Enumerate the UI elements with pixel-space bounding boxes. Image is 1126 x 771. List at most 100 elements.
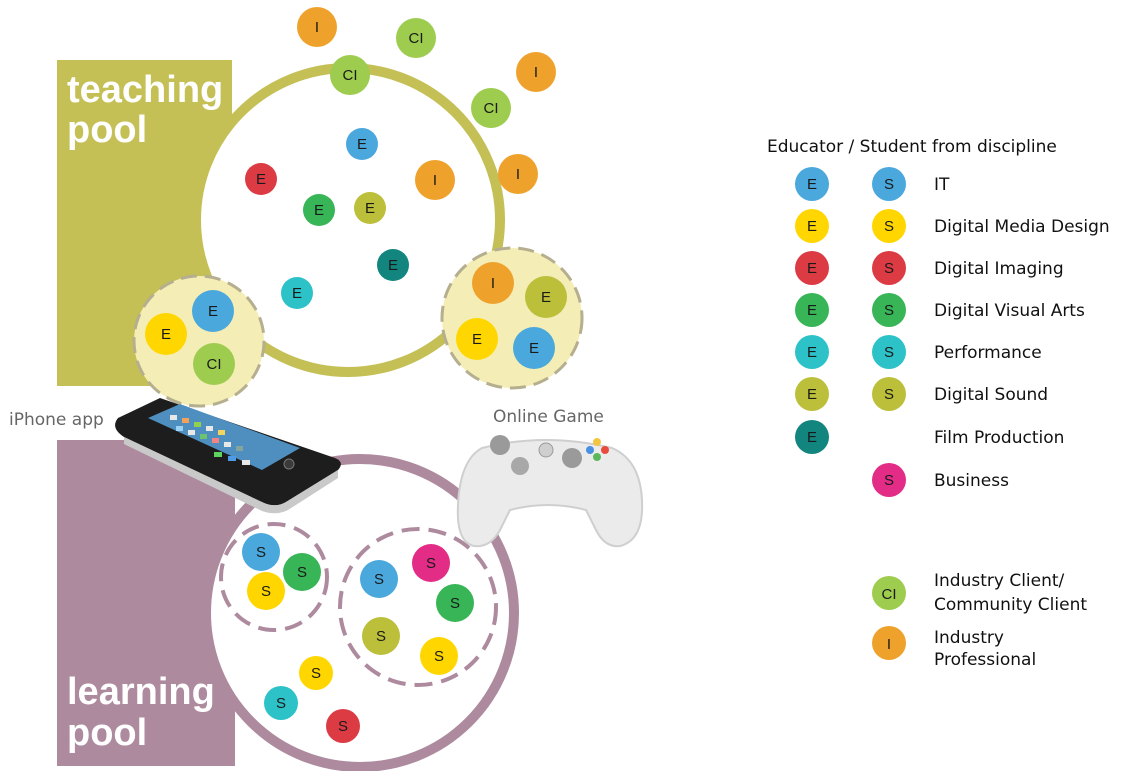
game-controller-illustration (456, 435, 644, 548)
professional-node-letter: I (433, 172, 437, 189)
teaching-pool-title-line1: teaching (67, 69, 223, 111)
educator-node-circle (303, 194, 335, 226)
student-node-circle (283, 553, 321, 591)
legend-student-letter: S (884, 302, 894, 319)
legend-professional-label-line2: Professional (934, 650, 1036, 670)
legend-student-letter: S (884, 260, 894, 277)
client-node: CI (471, 88, 511, 128)
student-node-letter: S (374, 571, 384, 588)
professional-node: I (297, 7, 337, 47)
professional-node-letter: I (315, 19, 319, 36)
legend-professional-symbol: I (887, 636, 891, 653)
controller-body (456, 439, 644, 548)
educator-node: E (354, 192, 386, 224)
student-node: S (360, 560, 398, 598)
educator-node: E (525, 276, 567, 318)
online-game-label: Online Game (493, 407, 604, 427)
student-node: S (436, 584, 474, 622)
legend-student-letter: S (884, 176, 894, 193)
student-node-letter: S (434, 648, 444, 665)
client-node: CI (193, 343, 235, 385)
educator-node: E (245, 163, 277, 195)
legend-client-symbol: CI (882, 586, 897, 603)
student-node-circle (247, 572, 285, 610)
legend-educator-swatch (795, 293, 829, 327)
legend-discipline-label: Digital Media Design (934, 217, 1110, 237)
legend-educator-letter: E (807, 386, 817, 403)
legend-educator-letter: E (807, 176, 817, 193)
student-node-letter: S (338, 718, 348, 735)
iphone-illustration (115, 398, 341, 514)
educator-node: E (192, 290, 234, 332)
legend-student-letter: S (884, 472, 894, 489)
legend-discipline-label: Digital Sound (934, 385, 1048, 405)
educator-node: E (377, 249, 409, 281)
educator-node-circle (192, 290, 234, 332)
student-node-letter: S (276, 695, 286, 712)
educator-node-circle (354, 192, 386, 224)
legend-client-swatch (872, 576, 906, 610)
legend-student-swatch (872, 377, 906, 411)
educator-node-letter: E (541, 289, 551, 306)
educator-node: E (145, 313, 187, 355)
student-node: S (412, 544, 450, 582)
client-node-circle (396, 18, 436, 58)
legend-client-label-line2: Community Client (934, 595, 1087, 615)
legend-discipline-label: Film Production (934, 428, 1064, 448)
professional-node-letter: I (491, 275, 495, 292)
professional-node-circle (415, 160, 455, 200)
professional-node: I (516, 52, 556, 92)
educator-node-letter: E (161, 326, 171, 343)
student-node-circle (436, 584, 474, 622)
student-node-circle (242, 533, 280, 571)
student-node-circle (299, 656, 333, 690)
client-node-letter: CI (207, 356, 222, 373)
student-node: S (299, 656, 333, 690)
legend-student-swatch (872, 463, 906, 497)
legend-educator-letter: E (807, 429, 817, 446)
educator-node: E (346, 128, 378, 160)
student-node: S (283, 553, 321, 591)
legend-student-swatch (872, 335, 906, 369)
legend-educator-swatch (795, 251, 829, 285)
professional-node-circle (297, 7, 337, 47)
legend-educator-swatch (795, 167, 829, 201)
student-node-letter: S (376, 628, 386, 645)
client-node-circle (193, 343, 235, 385)
legend-student-letter: S (884, 218, 894, 235)
controller-button-x (586, 446, 594, 454)
iphone-app-icons (170, 415, 250, 465)
teaching-pool-title-line2: pool (67, 109, 147, 151)
client-node-letter: CI (409, 30, 424, 47)
professional-node-circle (498, 154, 538, 194)
student-node-letter: S (311, 665, 321, 682)
educator-node-letter: E (256, 171, 266, 188)
legend-educator-swatch (795, 209, 829, 243)
legend-title: Educator / Student from discipline (767, 137, 1057, 157)
educator-node: E (513, 327, 555, 369)
student-node-letter: S (297, 564, 307, 581)
controller-right-stick (562, 448, 582, 468)
student-node: S (326, 709, 360, 743)
controller-button-b (601, 446, 609, 454)
educator-node-circle (245, 163, 277, 195)
student-node-letter: S (256, 544, 266, 561)
legend-educator-letter: E (807, 218, 817, 235)
student-node: S (264, 686, 298, 720)
educator-node-circle (456, 318, 498, 360)
student-node-circle (326, 709, 360, 743)
educator-node-letter: E (472, 331, 482, 348)
student-node-letter: S (261, 583, 271, 600)
legend-professional-swatch (872, 626, 906, 660)
educator-node: E (456, 318, 498, 360)
professional-node-circle (472, 262, 514, 304)
educator-node-letter: E (314, 202, 324, 219)
